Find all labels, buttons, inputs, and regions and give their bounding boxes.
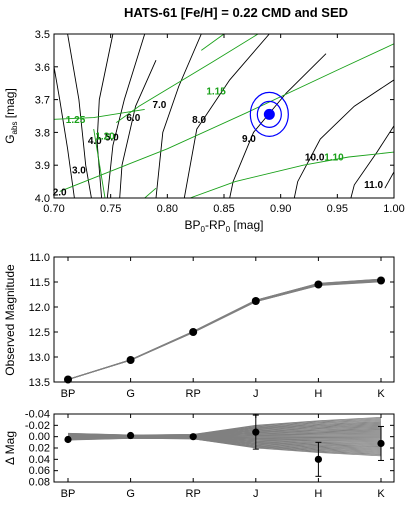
cmd-y-tick-label: 3.6 — [35, 62, 50, 74]
sed-observed-point — [314, 280, 323, 289]
mass-track-curve — [201, 34, 225, 51]
mass-track-curve — [144, 187, 157, 198]
isochrone-label: 7.0 — [152, 100, 166, 111]
sed-x-tick-label: G — [126, 388, 135, 400]
residual-y-tick-label: 0.06 — [29, 465, 50, 477]
residual-y-tick-label: 0.02 — [29, 443, 50, 455]
isochrone-label: 4.0 — [88, 136, 102, 147]
residual-y-tick-label: -0.02 — [25, 420, 50, 432]
sed-ylabel: Observed Magnitude — [3, 264, 17, 376]
sed-y-tick-label: 12.5 — [29, 327, 50, 339]
star-2sigma-contour — [249, 91, 289, 137]
residual-x-tick-label: J — [253, 488, 259, 500]
mass-track-label: 1.20 — [95, 132, 115, 143]
sed-x-tick-label: RP — [186, 388, 201, 400]
mass-track-label: 1.15 — [206, 87, 226, 98]
isochrone-curve — [384, 171, 394, 189]
residual-point — [377, 439, 385, 448]
isochrone-label: 6.0 — [126, 113, 140, 124]
residual-y-tick-label: 0.04 — [29, 454, 50, 466]
sed-observed-point — [189, 328, 198, 336]
sed-observed-point — [126, 356, 135, 364]
sed-x-tick-label: H — [314, 388, 322, 400]
isochrone-label: 5.0 — [105, 133, 119, 144]
residual-point — [252, 428, 260, 436]
cmd-xlabel: BP0-RP0 [mag] — [185, 218, 264, 234]
mass-track-curve — [189, 151, 394, 198]
sed-panel: BP G RP J H K 11.0 11.5 12.0 12.5 13.0 13.5 Observ… — [3, 252, 395, 400]
isochrone-curve — [119, 60, 157, 198]
cmd-x-tick-label: 0.90 — [270, 203, 291, 215]
isochrone-label: 3.0 — [72, 165, 86, 176]
residual-point — [314, 455, 322, 463]
mass-track-curve — [54, 108, 145, 120]
isochrone-label: 2.0 — [53, 188, 67, 199]
sed-x-tick-label: J — [253, 388, 259, 400]
cmd-x-tick-label: 0.95 — [327, 203, 348, 215]
mass-track-label: 1.25 — [66, 115, 86, 126]
cmd-ylabel: Gabs [mag] — [3, 88, 19, 144]
mass-track-curve — [59, 43, 394, 192]
residual-x-tick-label: BP — [61, 488, 76, 500]
residual-y-tick-label: 0.08 — [29, 477, 50, 489]
isochrone-curve — [96, 34, 114, 198]
cmd-y-tick-label: 3.8 — [35, 127, 50, 139]
residual-model-line — [67, 437, 382, 457]
residual-x-tick-label: RP — [186, 488, 201, 500]
residual-y-tick-label: 0.00 — [29, 431, 50, 443]
isochrone-curve — [229, 53, 327, 198]
sed-y-tick-label: 12.0 — [29, 302, 50, 314]
sed-frame — [53, 256, 395, 383]
residual-x-tick-label: H — [314, 488, 322, 500]
cmd-y-tick-label: 3.9 — [35, 160, 50, 172]
sed-model-line — [67, 281, 382, 380]
star-1sigma-contour — [256, 100, 282, 128]
residual-point — [64, 435, 72, 444]
sed-observed-point — [251, 297, 260, 305]
isochrone-label: 10.0 — [305, 152, 325, 163]
sed-observed-point — [377, 276, 385, 285]
isochrone-curve — [350, 125, 394, 198]
isochrone-curve — [54, 64, 75, 198]
sed-y-tick-label: 11.0 — [29, 252, 50, 264]
figure-title: HATS-61 [Fe/H] = 0.22 CMD and SED — [124, 5, 348, 20]
isochrone-curve — [183, 34, 270, 198]
isochrone-curve — [293, 79, 394, 198]
cmd-x-tick-label: 0.75 — [100, 203, 121, 215]
cmd-x-tick-label: 0.80 — [157, 203, 178, 215]
cmd-y-tick-label: 4.0 — [35, 193, 50, 205]
sed-y-tick-label: 11.5 — [29, 277, 50, 289]
residual-ylabel: Δ Mag — [3, 431, 17, 465]
isochrone-curve — [155, 34, 202, 198]
mass-track-curve — [116, 34, 259, 123]
isochrone-label: 8.0 — [192, 115, 206, 126]
isochrone-label: 9.0 — [242, 134, 256, 145]
cmd-x-tick-label: 0.70 — [43, 203, 64, 215]
sed-x-tick-label: K — [377, 388, 385, 400]
cmd-x-tick-label: 0.85 — [213, 203, 234, 215]
residual-point — [127, 431, 135, 440]
isochrone-curve — [67, 34, 92, 198]
sed-y-tick-label: 13.5 — [29, 377, 50, 389]
cmd-x-tick-label: 1.00 — [383, 203, 404, 215]
isochrone-label: 11.0 — [364, 180, 383, 191]
residual-y-tick-label: -0.04 — [25, 409, 50, 421]
residual-x-tick-label: K — [377, 488, 385, 500]
residual-x-tick-label: G — [126, 488, 135, 500]
cmd-y-tick-label: 3.7 — [35, 95, 50, 107]
mass-track-curve — [93, 129, 106, 198]
sed-y-tick-label: 13.0 — [29, 352, 50, 364]
residual-point — [189, 433, 197, 441]
sed-x-tick-label: BP — [61, 388, 76, 400]
star-marker — [263, 108, 275, 120]
cmd-y-tick-label: 3.5 — [35, 29, 50, 41]
mass-track-label: 1.10 — [324, 152, 344, 163]
